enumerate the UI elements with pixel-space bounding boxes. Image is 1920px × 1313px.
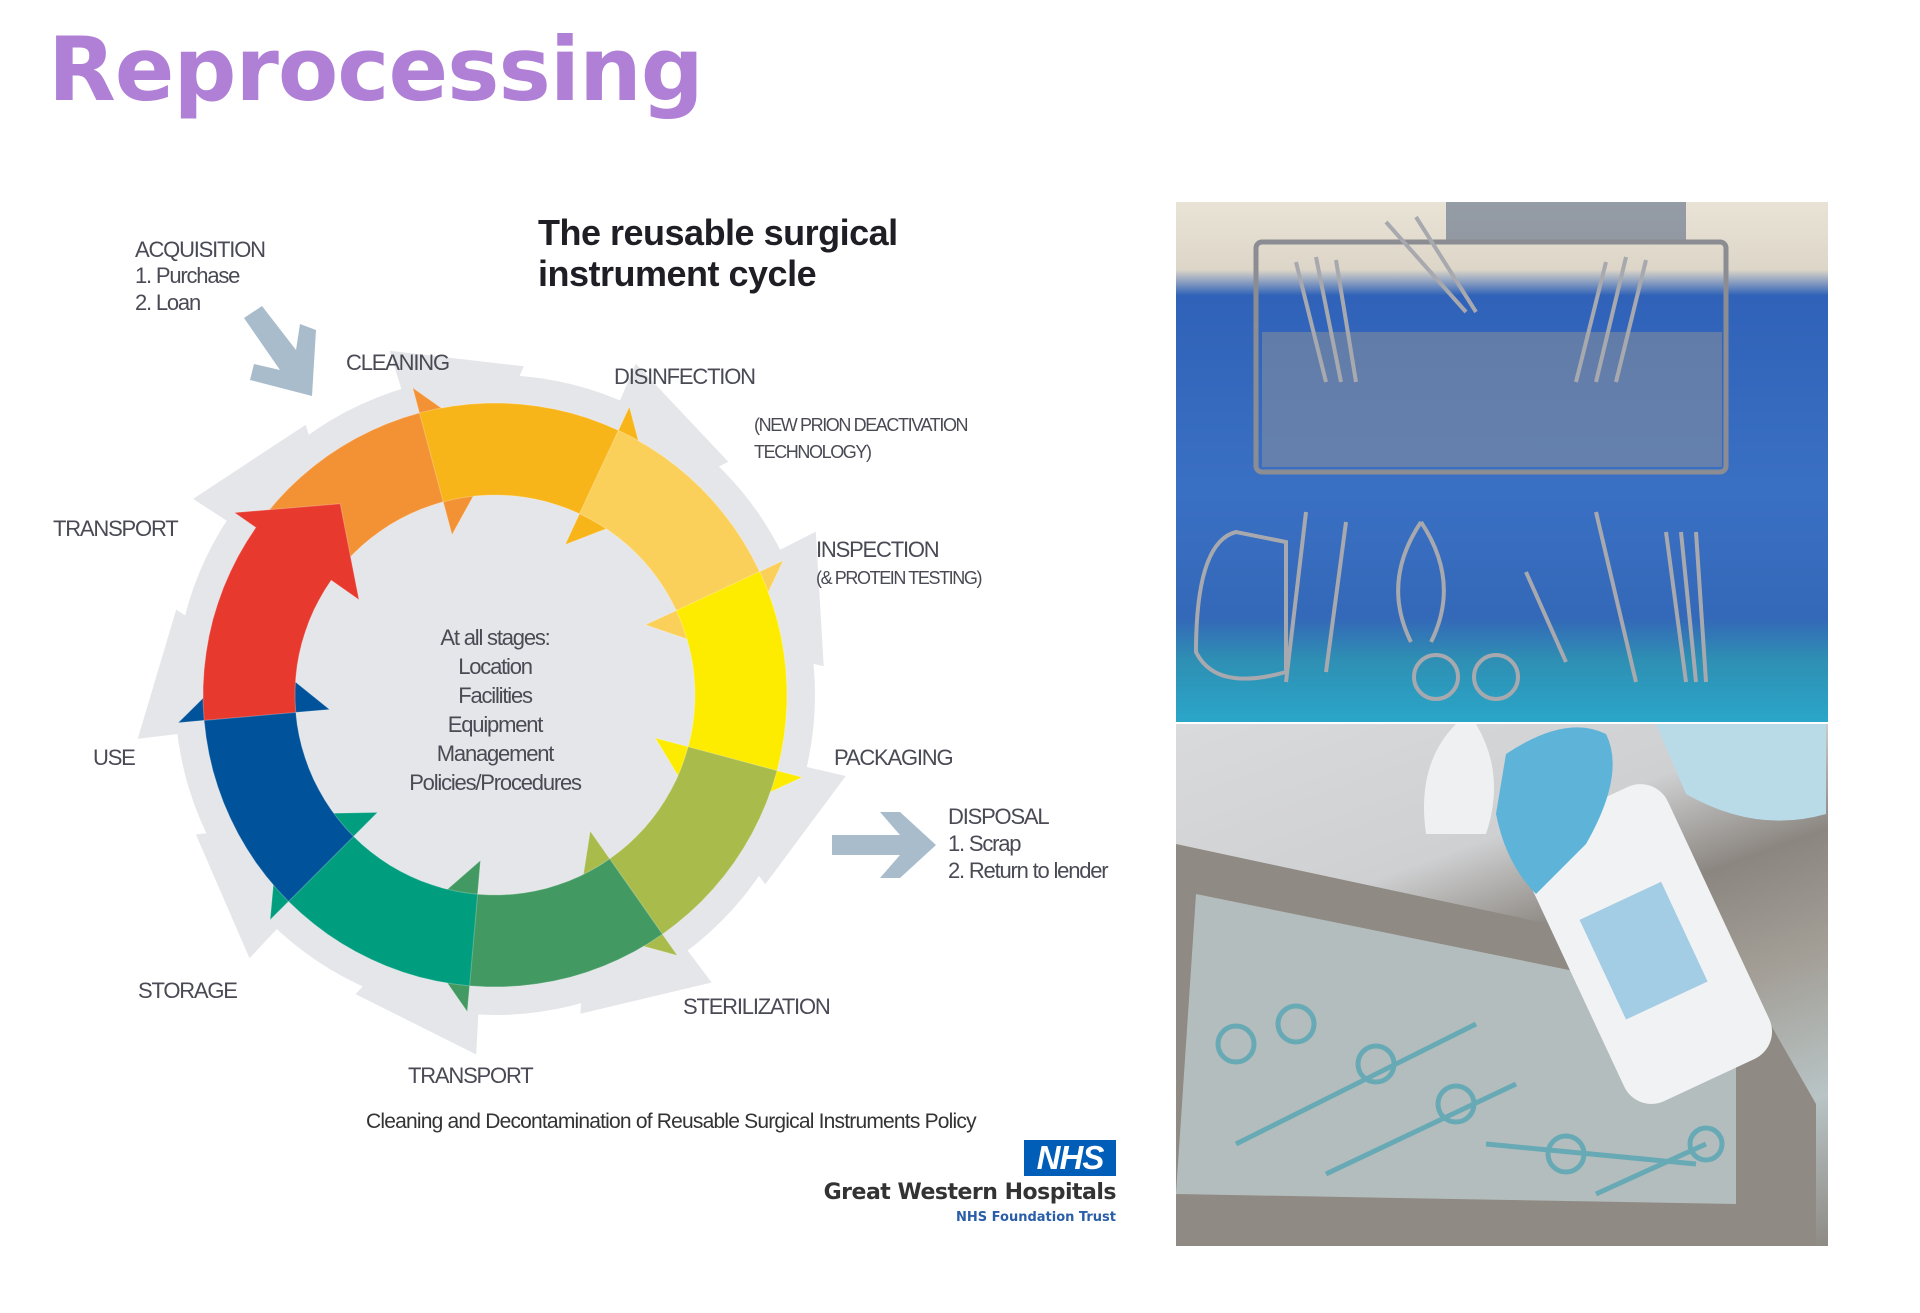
- stage-label-packaging: PACKAGING: [834, 745, 954, 770]
- diagram-title-line-2: instrument cycle: [538, 253, 817, 295]
- center-disk: [295, 495, 695, 895]
- slide-title: Reprocessing: [48, 18, 704, 121]
- stage-label-sterilization: STERILIZATION: [683, 994, 831, 1019]
- center-item: Facilities: [458, 683, 533, 708]
- diagram-title: The reusable surgical instrument cycle: [538, 212, 898, 295]
- stage-label-transport-left: TRANSPORT: [53, 516, 179, 541]
- disposal-item: 1. Scrap: [948, 831, 1022, 856]
- center-heading: At all stages:: [440, 625, 550, 650]
- acquisition-label: ACQUISITION 1. Purchase 2. Loan: [135, 237, 266, 316]
- stage-note-inspection: (& PROTEIN TESTING): [816, 568, 982, 588]
- photo-instrument-tray: [1176, 202, 1828, 722]
- disposal-label: DISPOSAL 1. Scrap 2. Return to lender: [948, 803, 1109, 884]
- acquisition-item: 2. Loan: [135, 289, 201, 315]
- disposal-item: 2. Return to lender: [948, 858, 1109, 883]
- center-item: Management: [436, 741, 555, 766]
- stage-label-disinfection: DISINFECTION: [614, 364, 756, 389]
- instrument-tray-illustration: [1193, 202, 1729, 701]
- stage-label-use: USE: [93, 745, 136, 770]
- stage-label-inspection: INSPECTION: [816, 537, 940, 562]
- center-item: Equipment: [447, 712, 544, 737]
- source-caption: Cleaning and Decontamination of Reusable…: [366, 1110, 977, 1133]
- cycle-arrows: [176, 386, 804, 1014]
- organization-subtitle: NHS Foundation Trust: [956, 1210, 1116, 1225]
- acquisition-heading: ACQUISITION: [135, 237, 266, 262]
- photo-disinfection-spray: [1176, 724, 1828, 1246]
- cycle-arrow-cleaning-0: [202, 503, 360, 721]
- stage-label-transport-bottom: TRANSPORT: [408, 1063, 534, 1088]
- nhs-logo: NHS: [1024, 1140, 1116, 1176]
- stage-label-storage: STORAGE: [138, 978, 238, 1003]
- disinfection-spray-illustration: [1176, 724, 1826, 1246]
- organization-name: Great Western Hospitals: [823, 1180, 1117, 1205]
- diagram-title-line-1: The reusable surgical: [538, 212, 898, 253]
- disposal-heading: DISPOSAL: [948, 804, 1050, 829]
- stage-note-disinfection: (NEW PRION DEACTIVATION TECHNOLOGY): [754, 415, 969, 462]
- acquisition-pointer-arrow: [244, 306, 316, 396]
- center-text: At all stages: Location Facilities Equip…: [370, 623, 620, 797]
- disposal-pointer-arrow: [832, 812, 936, 878]
- center-item: Location: [458, 654, 533, 679]
- center-item: Policies/Procedures: [409, 770, 582, 795]
- acquisition-item: 1. Purchase: [135, 263, 240, 289]
- stage-label-cleaning: CLEANING: [346, 350, 450, 375]
